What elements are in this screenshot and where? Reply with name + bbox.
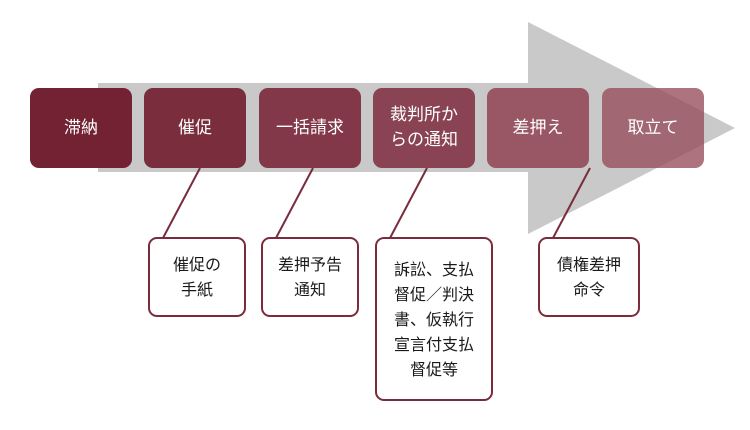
step-delinquency: 滞納: [30, 88, 132, 168]
connector-line-2: [275, 167, 314, 239]
note-demand-letter: 催促の 手紙: [148, 237, 246, 317]
note-seizure-order: 債権差押 命令: [538, 237, 640, 317]
note-court-documents: 訴訟、支払 督促／判決 書、仮執行 宣言付支払 督促等: [375, 237, 493, 401]
note-seizure-warning: 差押予告 通知: [261, 237, 359, 317]
connector-line-4: [552, 167, 591, 239]
step-collection: 取立て: [602, 88, 704, 168]
step-court-notice: 裁判所か らの通知: [373, 88, 475, 168]
step-lump-sum-claim: 一括請求: [259, 88, 361, 168]
connector-line-1: [162, 167, 201, 239]
step-demand-notice: 催促: [144, 88, 246, 168]
step-seizure: 差押え: [487, 88, 589, 168]
connector-line-3: [389, 167, 428, 239]
